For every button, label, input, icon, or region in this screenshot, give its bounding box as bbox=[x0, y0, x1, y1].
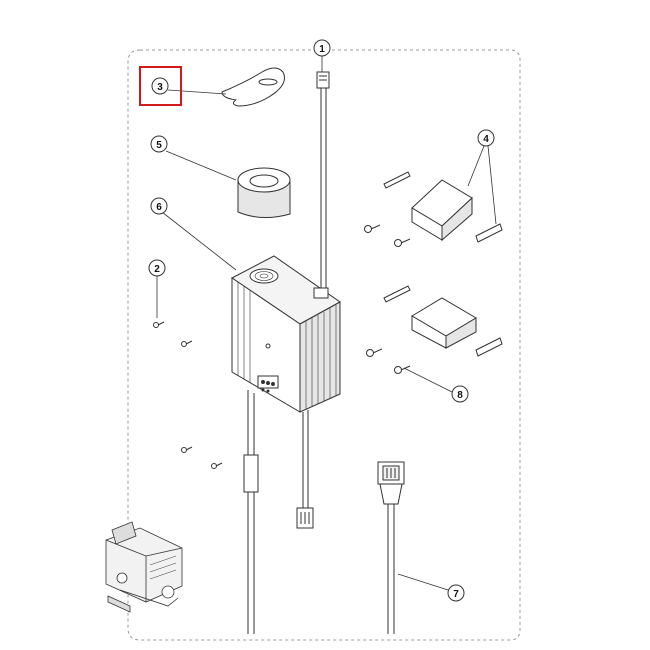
callout-5[interactable]: 5 bbox=[150, 135, 168, 153]
svg-text:1: 1 bbox=[319, 44, 325, 55]
svg-text:5: 5 bbox=[156, 140, 162, 151]
leader-lines bbox=[156, 56, 497, 591]
part-7-mains-cable[interactable] bbox=[377, 461, 405, 634]
assembly-boundary bbox=[127, 49, 521, 641]
callout-8[interactable]: 8 bbox=[451, 385, 469, 403]
part-4-brackets[interactable] bbox=[383, 171, 503, 357]
callout-6[interactable]: 6 bbox=[150, 197, 168, 215]
callout-7[interactable]: 7 bbox=[447, 584, 465, 602]
callout-3[interactable]: 3 bbox=[151, 77, 169, 95]
part-3-clip-strap[interactable] bbox=[221, 67, 285, 107]
svg-text:4: 4 bbox=[483, 134, 489, 145]
svg-text:6: 6 bbox=[156, 202, 162, 213]
output-cable bbox=[296, 410, 314, 529]
svg-text:2: 2 bbox=[154, 264, 160, 275]
svg-text:7: 7 bbox=[453, 589, 459, 600]
svg-text:8: 8 bbox=[457, 390, 463, 401]
svg-text:3: 3 bbox=[157, 82, 163, 93]
callout-2[interactable]: 2 bbox=[148, 259, 166, 277]
callouts: 1 2 3 4 5 6 7 8 bbox=[148, 39, 495, 602]
part-2-screws[interactable] bbox=[153, 321, 223, 469]
main-cable bbox=[243, 390, 259, 634]
part-6-charger-unit[interactable] bbox=[231, 255, 341, 413]
part-8-screws[interactable] bbox=[364, 224, 411, 374]
part-5-foam-block[interactable] bbox=[237, 167, 291, 218]
machine-thumbnail bbox=[105, 521, 183, 613]
part-1-cable-harness[interactable] bbox=[316, 71, 330, 290]
callout-4[interactable]: 4 bbox=[477, 129, 495, 147]
callout-1[interactable]: 1 bbox=[313, 39, 331, 57]
